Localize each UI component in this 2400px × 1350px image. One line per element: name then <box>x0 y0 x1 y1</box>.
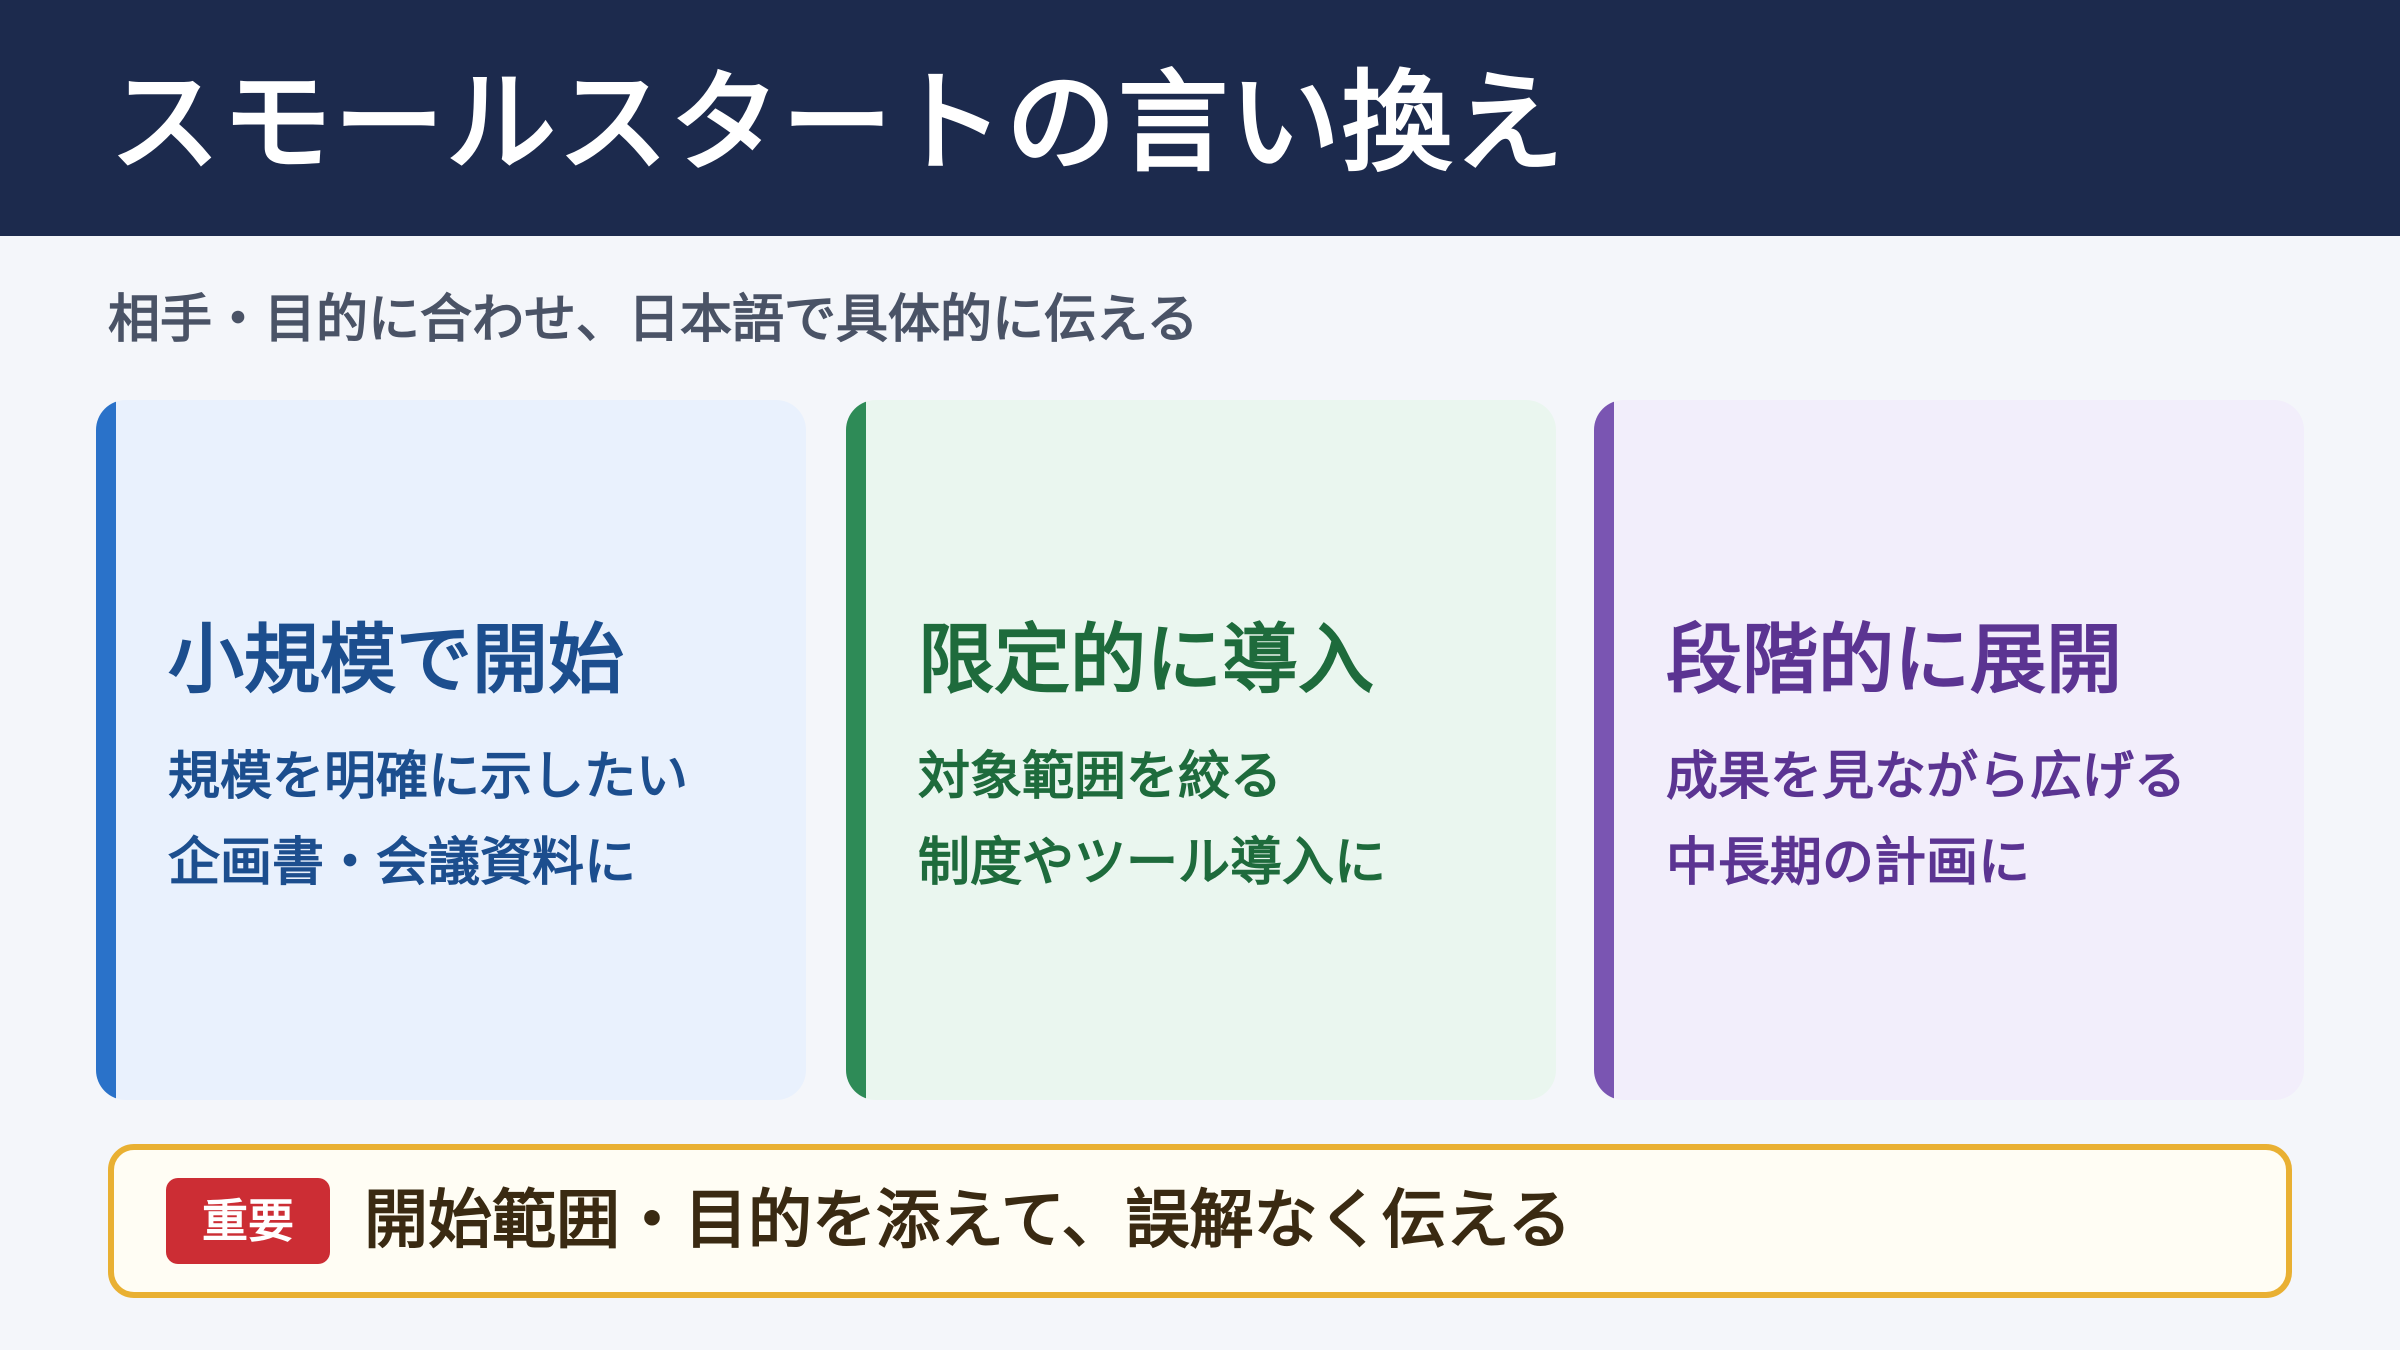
card-description-line: 企画書・会議資料に <box>168 833 637 893</box>
card-description-line: 成果を見ながら広げる <box>1666 747 2187 807</box>
important-note-box: 重要 開始範囲・目的を添えて、誤解なく伝える <box>108 1144 2292 1298</box>
card-title: 限定的に導入 <box>918 615 1374 704</box>
important-badge: 重要 <box>166 1178 330 1264</box>
card-description-line: 中長期の計画に <box>1666 833 2031 893</box>
slide-title: スモールスタートの言い換え <box>110 59 1566 187</box>
header-band: スモールスタートの言い換え <box>0 0 2400 236</box>
card-accent-bar <box>96 400 116 1100</box>
card-title: 小規模で開始 <box>168 615 624 704</box>
card-small-start: 小規模で開始 規模を明確に示したい 企画書・会議資料に <box>96 400 806 1100</box>
card-description-line: 制度やツール導入に <box>918 833 1387 893</box>
important-note-text: 開始範囲・目的を添えて、誤解なく伝える <box>364 1184 1572 1258</box>
card-description-line: 規模を明確に示したい <box>168 747 689 807</box>
card-accent-bar <box>1594 400 1614 1100</box>
card-phased-rollout: 段階的に展開 成果を見ながら広げる 中長期の計画に <box>1594 400 2304 1100</box>
card-limited-introduction: 限定的に導入 対象範囲を絞る 制度やツール導入に <box>846 400 1556 1100</box>
card-accent-bar <box>846 400 866 1100</box>
card-description-line: 対象範囲を絞る <box>918 747 1283 807</box>
card-title: 段階的に展開 <box>1666 615 2122 704</box>
slide-subtitle: 相手・目的に合わせ、日本語で具体的に伝える <box>108 290 1199 350</box>
